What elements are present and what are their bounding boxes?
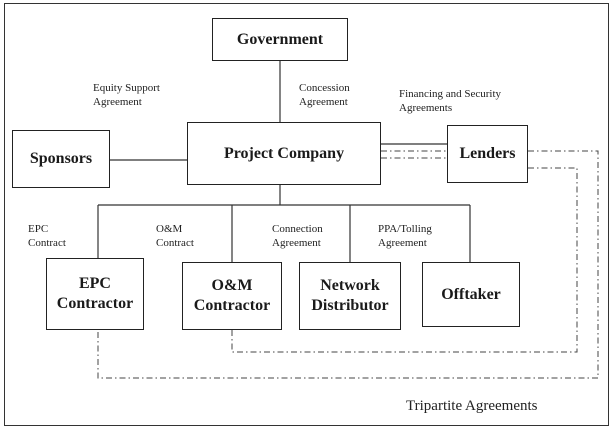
project-company-box: Project Company bbox=[187, 122, 381, 185]
epc-contract-label: EPC Contract bbox=[28, 223, 66, 249]
government-box: Government bbox=[212, 18, 348, 61]
sponsors-box: Sponsors bbox=[12, 130, 110, 188]
om-contractor-label: O&M Contractor bbox=[193, 277, 271, 314]
project-company-label: Project Company bbox=[223, 144, 345, 162]
government-label: Government bbox=[236, 30, 324, 48]
offtaker-box: Offtaker bbox=[422, 262, 520, 327]
financing-security-label: Financing and Security Agreements bbox=[399, 88, 502, 114]
tripartite-epc-route bbox=[97, 150, 599, 379]
ppa-tolling-label: PPA/Tolling Agreement bbox=[378, 223, 432, 249]
tripartite-legend: Tripartite Agreements bbox=[406, 398, 538, 414]
offtaker-label: Offtaker bbox=[441, 285, 501, 303]
equity-support-label: Equity Support Agreement bbox=[93, 82, 160, 108]
connection-label: Connection Agreement bbox=[272, 223, 323, 249]
om-contractor-box: O&M Contractor bbox=[182, 262, 282, 330]
om-contract-label: O&M Contract bbox=[156, 223, 194, 249]
diagram-frame bbox=[4, 3, 609, 426]
epc-contractor-box: EPC Contractor bbox=[46, 258, 144, 330]
epc-contractor-label: EPC Contractor bbox=[56, 275, 134, 312]
concession-label: Concession Agreement bbox=[299, 82, 350, 108]
network-distributor-box: Network Distributor bbox=[299, 262, 401, 330]
tripartite-om-route bbox=[231, 167, 578, 353]
lenders-box: Lenders bbox=[447, 125, 528, 183]
lenders-label: Lenders bbox=[459, 145, 516, 162]
sponsors-label: Sponsors bbox=[29, 150, 93, 167]
network-distributor-label: Network Distributor bbox=[311, 277, 389, 314]
